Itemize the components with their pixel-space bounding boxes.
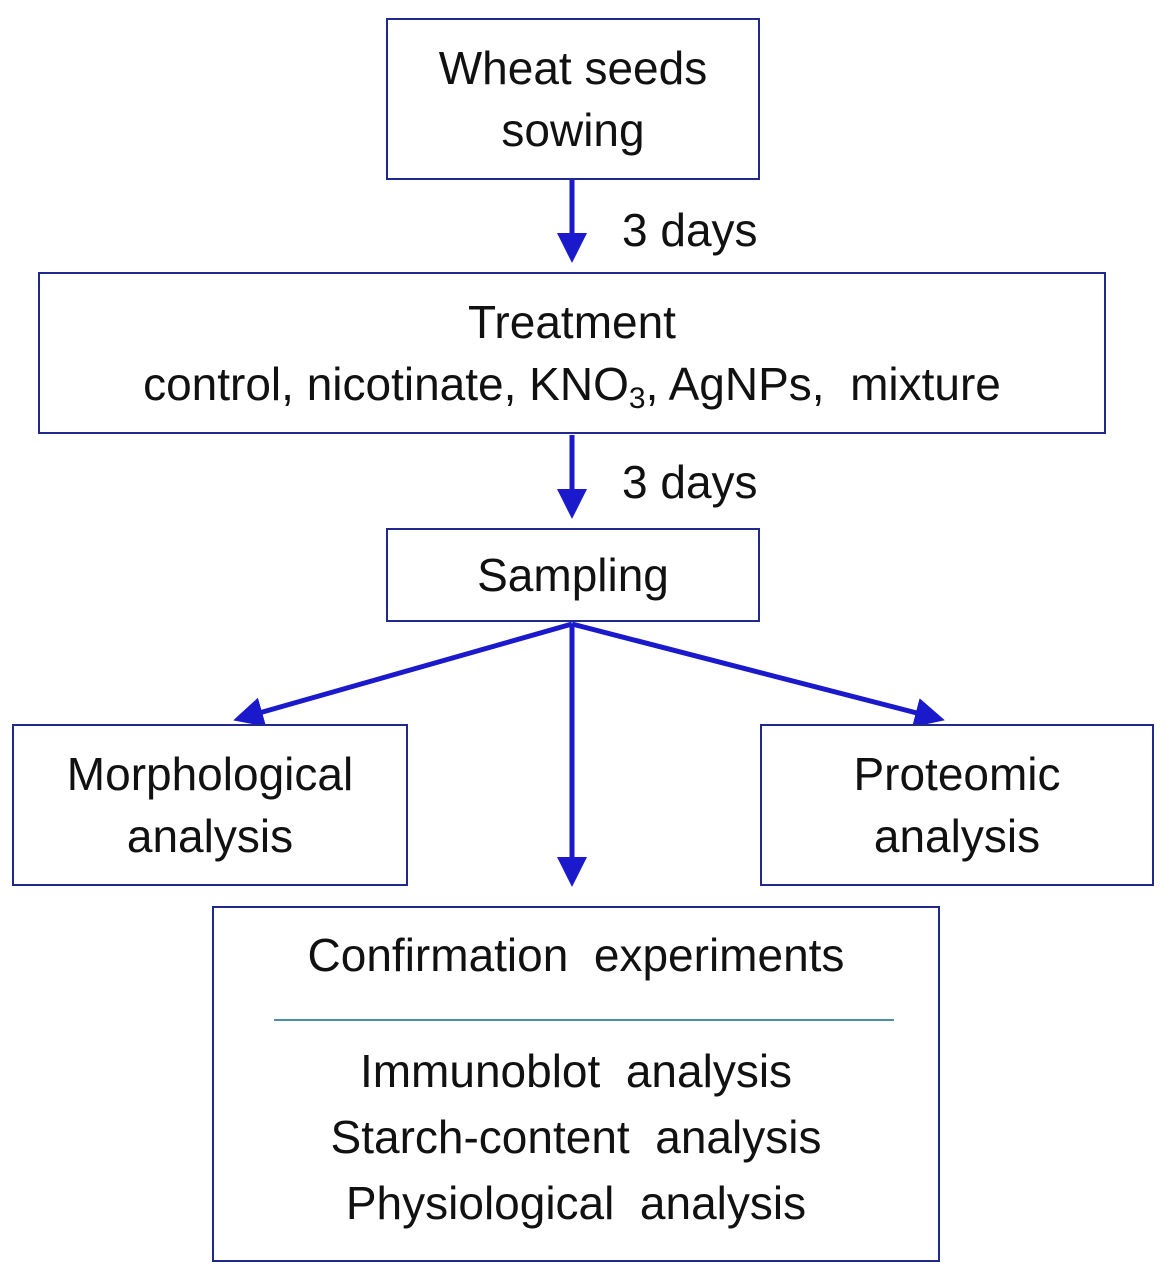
node-sowing: Wheat seeds sowing — [386, 18, 760, 180]
node-morphological-line1: Morphological — [66, 748, 354, 800]
node-sampling: Sampling — [386, 528, 760, 622]
node-proteomic-line1: Proteomic — [853, 748, 1061, 800]
confirmation-item: Immunoblot analysis — [359, 1045, 793, 1097]
node-sowing-line1: Wheat seeds — [438, 42, 708, 94]
node-confirmation: Confirmation experiments Immunoblot anal… — [212, 906, 940, 1262]
edge-label-sowing-to-treatment: 3 days — [622, 204, 758, 256]
node-treatment-items-subscript: 3 — [628, 382, 646, 415]
node-morphological-line2: analysis — [126, 810, 294, 862]
node-sampling-label: Sampling — [477, 549, 669, 601]
node-treatment-items: control, nicotinate, KNO3, AgNPs, mixtur… — [143, 353, 1001, 415]
confirmation-item: Physiological analysis — [345, 1177, 807, 1229]
arrow-sampling-to-morphological — [233, 621, 573, 727]
node-proteomic: Proteomic analysis — [760, 724, 1154, 886]
node-morphological: Morphological analysis — [12, 724, 408, 886]
confirmation-divider — [274, 1019, 894, 1021]
node-confirmation-title: Confirmation experiments — [307, 929, 845, 981]
node-treatment-items-prefix: control, nicotinate, KNO — [143, 358, 629, 410]
node-treatment-items-suffix: , AgNPs, mixture — [645, 358, 1001, 410]
node-treatment: Treatment control, nicotinate, KNO3, AgN… — [38, 272, 1106, 434]
confirmation-list: Immunoblot analysis Starch-content analy… — [331, 1038, 822, 1236]
confirmation-item: Starch-content analysis — [330, 1111, 822, 1163]
node-proteomic-line2: analysis — [873, 810, 1041, 862]
edge-label-treatment-to-sampling: 3 days — [622, 456, 758, 508]
node-sowing-line2: sowing — [501, 104, 645, 156]
node-treatment-title: Treatment — [468, 296, 676, 348]
arrow-sampling-to-proteomic — [571, 621, 945, 728]
